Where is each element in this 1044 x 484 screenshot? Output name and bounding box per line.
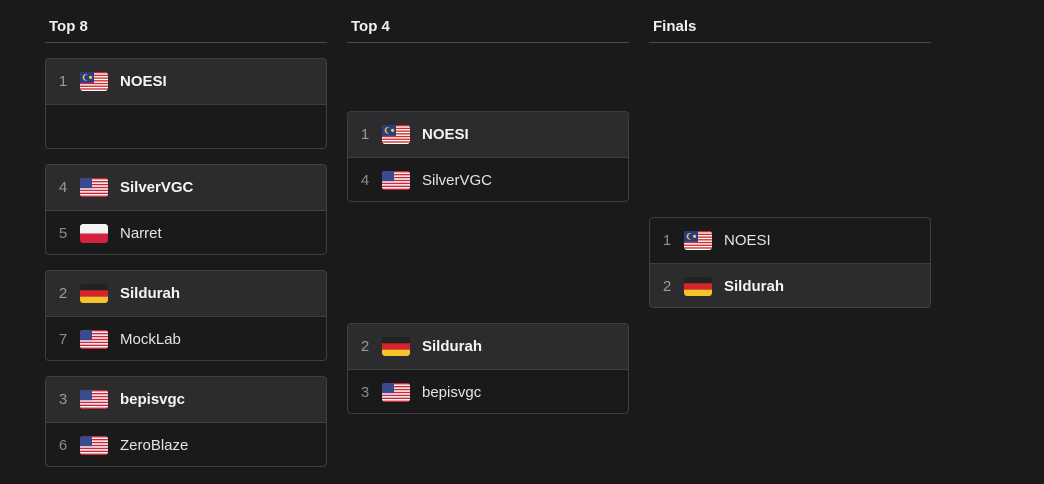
participant-slot[interactable]: 1 NOESI <box>46 59 326 104</box>
player-name: MockLab <box>120 330 181 348</box>
flag-my-icon <box>382 125 410 144</box>
flag-de-icon <box>80 284 108 303</box>
player-name: SilverVGC <box>120 179 194 196</box>
participant-slot[interactable]: 5 Narret <box>46 210 326 254</box>
seed-number: 1 <box>662 232 672 249</box>
round-header-top-8: Top 8 <box>45 18 327 43</box>
participant-slot[interactable]: 4 SilverVGC <box>348 157 628 201</box>
participant-slot[interactable]: 2 Sildurah <box>348 324 628 369</box>
seed-number: 4 <box>360 171 370 189</box>
match-top8-3: 2 Sildurah 7 MockLab <box>45 270 327 361</box>
participant-slot[interactable]: 2 Sildurah <box>46 271 326 316</box>
participant-slot[interactable]: 7 MockLab <box>46 316 326 360</box>
participant-slot[interactable]: 6 ZeroBlaze <box>46 422 326 466</box>
participant-slot[interactable]: 3 bepisvgc <box>348 369 628 413</box>
seed-number: 3 <box>360 383 370 401</box>
participant-slot[interactable]: 2 Sildurah <box>650 263 930 307</box>
player-name: Sildurah <box>422 338 483 355</box>
flag-my-icon <box>80 72 108 91</box>
seed-number: 4 <box>58 179 68 196</box>
flag-de-icon <box>382 337 410 356</box>
participant-slot[interactable]: 1 NOESI <box>650 218 930 263</box>
player-name: Narret <box>120 224 162 242</box>
seed-number: 7 <box>58 330 68 348</box>
seed-number: 1 <box>58 73 68 90</box>
match-top4-2: 2 Sildurah 3 bepisvgc <box>347 323 629 414</box>
match-top4-1: 1 NOESI 4 SilverVGC <box>347 111 629 202</box>
player-name: SilverVGC <box>422 171 493 189</box>
flag-us-icon <box>80 390 108 409</box>
empty-slot <box>46 104 326 148</box>
player-name: bepisvgc <box>422 383 482 401</box>
flag-de-icon <box>684 276 712 296</box>
flag-my-icon <box>684 231 712 250</box>
player-name: Sildurah <box>724 277 785 295</box>
seed-number: 5 <box>58 224 68 242</box>
round-header-top-4: Top 4 <box>347 18 629 43</box>
participant-slot[interactable]: 4 SilverVGC <box>46 165 326 210</box>
seed-number: 2 <box>662 277 672 295</box>
seed-number: 3 <box>58 391 68 408</box>
match-top8-4: 3 bepisvgc 6 ZeroBlaze <box>45 376 327 467</box>
match-finals: 1 NOESI 2 Sildurah <box>649 217 931 308</box>
participant-slot[interactable]: 3 bepisvgc <box>46 377 326 422</box>
flag-us-icon <box>80 178 108 197</box>
player-name: bepisvgc <box>120 391 186 408</box>
flag-us-icon <box>80 329 108 349</box>
player-name: NOESI <box>120 73 167 90</box>
seed-number: 1 <box>360 126 370 143</box>
flag-pl-icon <box>80 223 108 243</box>
flag-us-icon <box>382 382 410 402</box>
flag-us-icon <box>382 170 410 190</box>
flag-us-icon <box>80 435 108 455</box>
participant-slot[interactable]: 1 NOESI <box>348 112 628 157</box>
player-name: NOESI <box>422 126 469 143</box>
round-header-finals: Finals <box>649 18 931 43</box>
seed-number: 6 <box>58 436 68 454</box>
player-name: ZeroBlaze <box>120 436 189 454</box>
seed-number: 2 <box>58 285 68 302</box>
player-name: Sildurah <box>120 285 181 302</box>
match-top8-2: 4 SilverVGC 5 Narret <box>45 164 327 255</box>
seed-number: 2 <box>360 338 370 355</box>
player-name: NOESI <box>724 232 771 249</box>
match-top8-1: 1 NOESI <box>45 58 327 149</box>
